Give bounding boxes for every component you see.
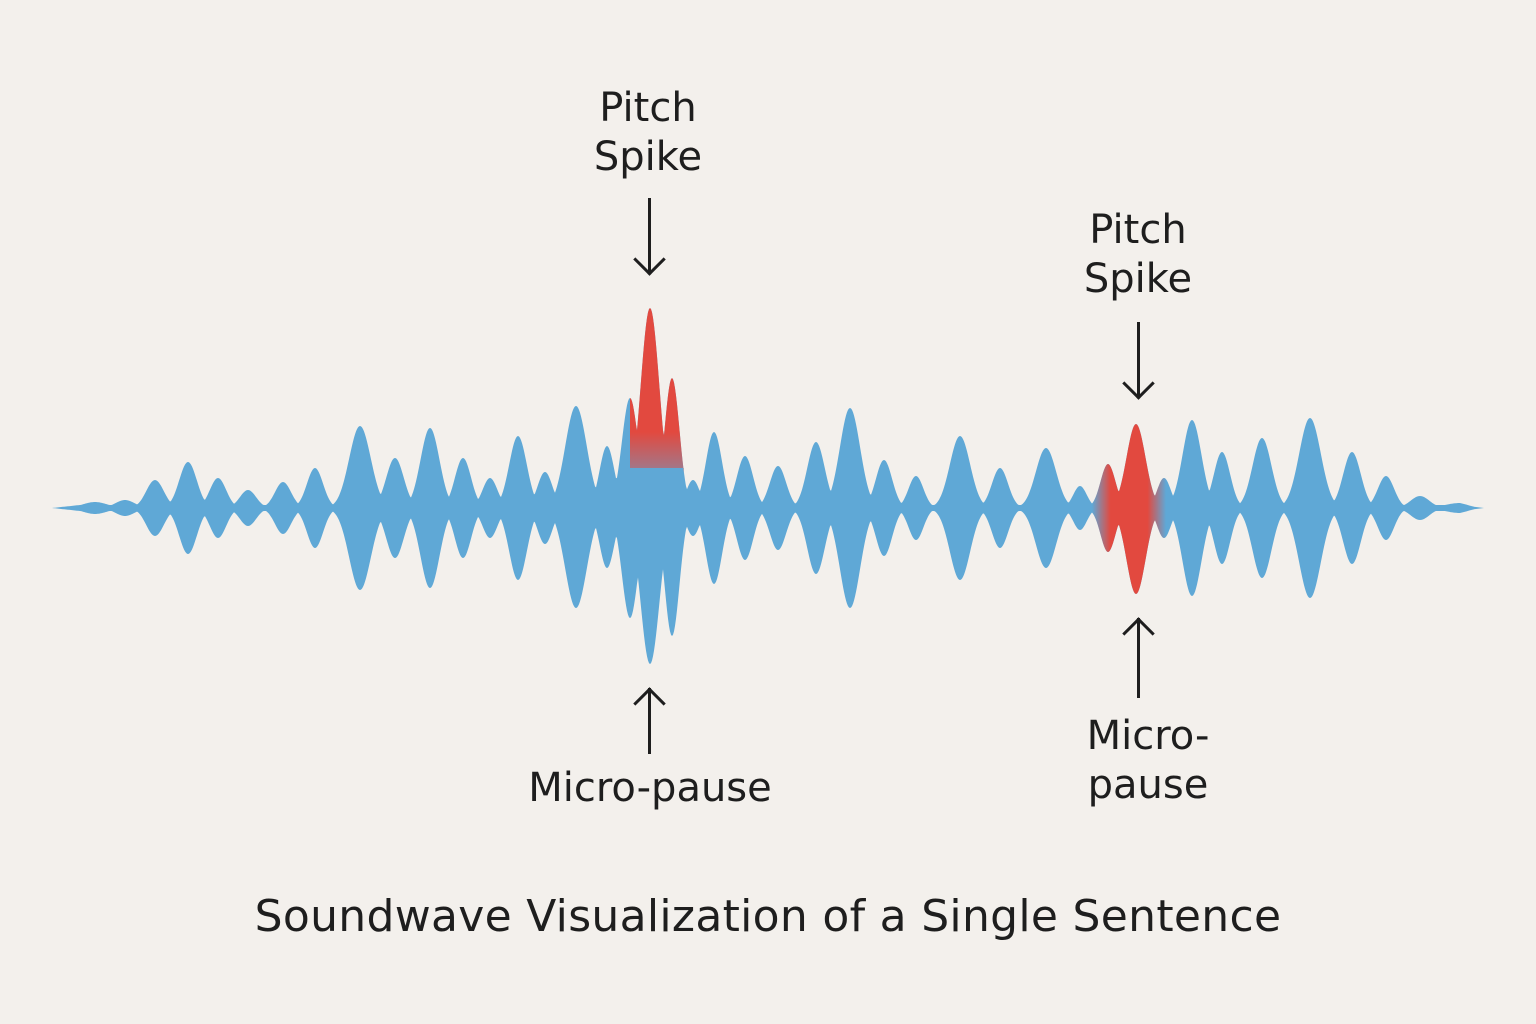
- pitch-spike-label-2: Pitch Spike: [1083, 207, 1193, 302]
- pitch-spike-highlight-2: [1092, 424, 1166, 594]
- pitch-spike-highlight-1: [630, 308, 684, 508]
- waveform-body: [52, 308, 1484, 664]
- micro-pause-label-1: Micro-pause: [528, 765, 772, 811]
- diagram-title: Soundwave Visualization of a Single Sent…: [254, 891, 1282, 942]
- pitch-spike-label-1: Pitch Spike: [593, 85, 703, 180]
- micro-pause-label-2: Micro- pause: [1086, 713, 1210, 808]
